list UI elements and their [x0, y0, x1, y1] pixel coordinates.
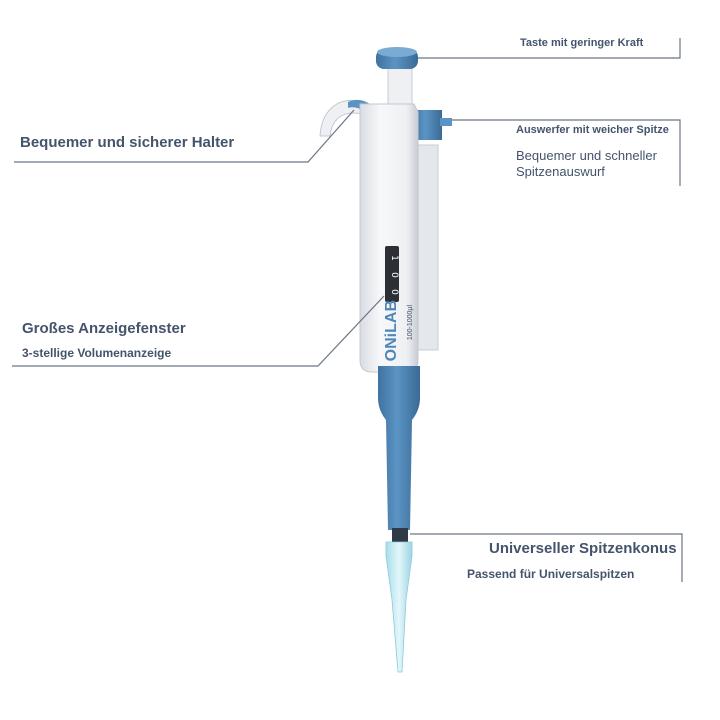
brand-logo: ONiLAB [383, 300, 400, 361]
callout-line-button [418, 38, 681, 59]
callout-lines [12, 38, 683, 582]
callout-display-subtitle: 3-stellige Volumenanzeige [22, 346, 172, 360]
lower-shaft [378, 366, 420, 530]
plunger-button [376, 47, 418, 109]
callout-line-ejector [452, 119, 681, 186]
callout-holder-title: Bequemer und sicherer Halter [20, 134, 235, 151]
callout-line-tip-cone [410, 533, 683, 582]
display-digit-1: 1 [389, 255, 399, 261]
callout-display-title: Großes Anzeigefenster [22, 320, 186, 337]
callout-tip-cone-title: Universeller Spitzenkonus [489, 540, 677, 557]
callout-ejector-subtitle-1: Bequemer und schneller [516, 148, 657, 163]
display-digit-3: 0 [389, 289, 399, 295]
display-digit-2: 0 [389, 272, 399, 278]
pipette-tip [385, 541, 413, 673]
callout-tip-cone-subtitle: Passend für Universalspitzen [467, 567, 635, 581]
callout-line-display [12, 295, 385, 367]
callout-ejector-title: Auswerfer mit weicher Spitze [516, 124, 669, 136]
volume-range-label: 100-1000µl [407, 305, 414, 341]
callout-button-title: Taste mit geringer Kraft [520, 37, 644, 49]
callout-ejector-subtitle-2: Spitzenauswurf [516, 164, 605, 179]
volume-display: 1 0 0 [385, 246, 399, 302]
callout-line-holder [14, 109, 355, 163]
tip-cone [392, 528, 408, 542]
